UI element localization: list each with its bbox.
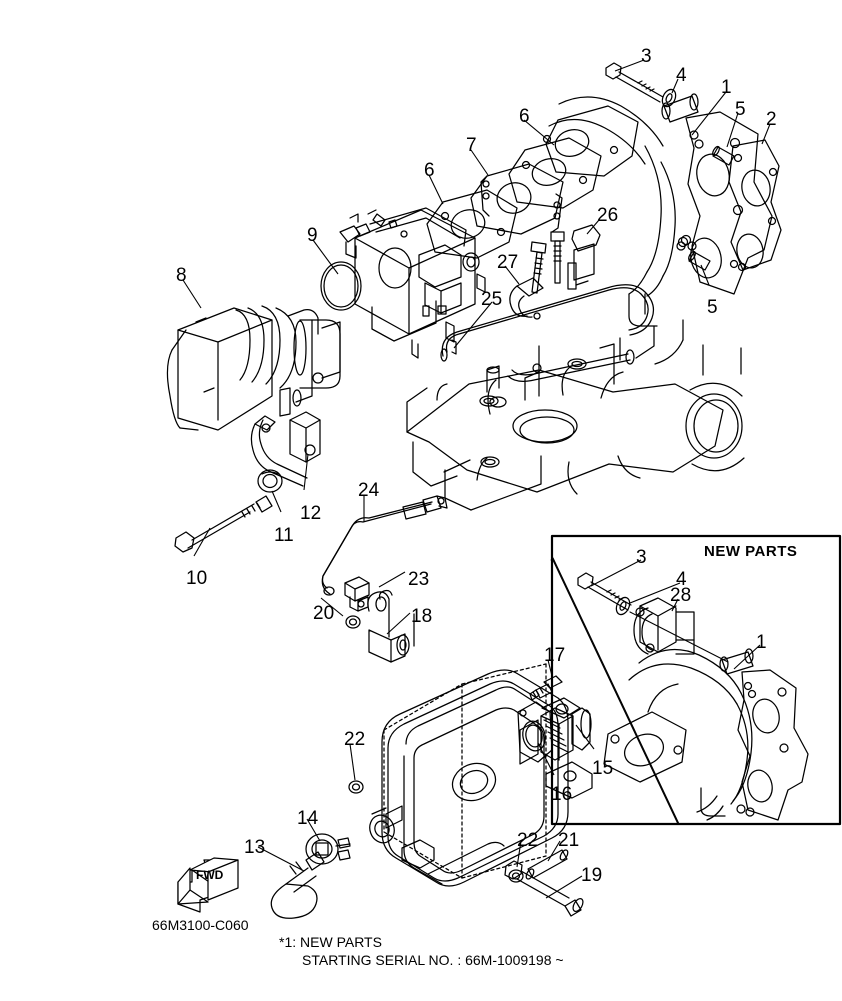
callout-c-9: 9 xyxy=(307,225,318,246)
callout-c-6a: 6 xyxy=(519,106,530,127)
callout-c-4: 4 xyxy=(676,65,687,86)
part-washer-20 xyxy=(345,615,361,629)
callout-c-26: 26 xyxy=(597,205,619,226)
new-parts-title: NEW PARTS xyxy=(704,543,798,560)
fwd-arrow-marker xyxy=(177,857,239,913)
inset-part-bracket-28 xyxy=(633,597,695,655)
inset-part-washer-4 xyxy=(615,596,631,616)
inset-shaft-line xyxy=(629,611,729,663)
part-gasket-2 xyxy=(728,139,782,272)
callout-c-19: 19 xyxy=(581,865,603,886)
part-cover-8 xyxy=(166,305,341,431)
callout-c-17: 17 xyxy=(544,645,566,666)
callout-c-18: 18 xyxy=(411,606,433,627)
part-oring-9 xyxy=(320,261,362,311)
callout-c-3: 3 xyxy=(641,46,652,67)
part-lever-18 xyxy=(367,589,415,663)
callout-c-7: 7 xyxy=(466,135,477,156)
part-dowel-5-bottom xyxy=(688,250,711,271)
part-dowel-5-top xyxy=(712,145,735,166)
callout-c-16: 16 xyxy=(551,784,573,805)
part-washer-22-a xyxy=(348,780,364,794)
part-spacer-7 xyxy=(470,163,564,235)
part-knob-13 xyxy=(270,851,325,919)
new-parts-inset-box xyxy=(550,534,842,826)
callout-c-5t: 5 xyxy=(735,99,746,120)
callout-np-1: 1 xyxy=(756,632,767,653)
fwd-label: FWD xyxy=(196,866,223,884)
part-intake-manifold-1 xyxy=(548,93,773,327)
fwd-text: FWD xyxy=(196,868,224,882)
callout-c-8: 8 xyxy=(176,265,187,286)
inset-part-bolt-3 xyxy=(577,572,632,611)
callout-c-13: 13 xyxy=(244,837,266,858)
callout-c-5b: 5 xyxy=(707,297,718,318)
part-engine-block xyxy=(406,319,745,511)
part-gasket-6-c xyxy=(426,189,518,259)
callout-c-2: 2 xyxy=(766,109,777,130)
part-gasket-6-b xyxy=(508,137,602,209)
part-carburetor xyxy=(339,207,486,359)
part-gasket-16 xyxy=(517,701,553,763)
part-bolt-27-fastener xyxy=(530,241,547,294)
part-washer-22-b xyxy=(508,869,524,883)
callout-c-27: 27 xyxy=(497,252,519,273)
part-pin-21 xyxy=(525,849,569,880)
footnote-serial-number: STARTING SERIAL NO. : 66M-1009198 ~ xyxy=(302,952,564,968)
part-gasket-6-a xyxy=(542,105,639,177)
part-bolt-26-fastener xyxy=(550,231,565,284)
callout-c-12: 12 xyxy=(300,503,322,524)
callout-c-10: 10 xyxy=(186,568,208,589)
part-grommet-11 xyxy=(257,469,283,493)
drawing-number: 66M3100-C060 xyxy=(152,917,249,933)
callout-c-22b: 22 xyxy=(517,830,539,851)
callout-np-28: 28 xyxy=(670,585,692,606)
callout-c-24: 24 xyxy=(358,480,380,501)
part-hose-25 xyxy=(440,284,655,382)
callout-np-4: 4 xyxy=(676,569,687,590)
callout-c-6b: 6 xyxy=(424,160,435,181)
callout-c-25: 25 xyxy=(481,289,503,310)
callout-c-20: 20 xyxy=(313,603,335,624)
callout-c-15: 15 xyxy=(592,758,614,779)
callout-np-3: 3 xyxy=(636,547,647,568)
part-bolt-19 xyxy=(504,860,584,917)
part-joint-23 xyxy=(344,576,370,612)
part-plug-14 xyxy=(305,833,351,865)
inset-part-manifold-1 xyxy=(603,648,809,821)
callout-c-23: 23 xyxy=(408,569,430,590)
part-clamp-26 xyxy=(567,224,601,290)
part-stay-12 xyxy=(250,411,321,487)
footnote-new-parts: *1: NEW PARTS xyxy=(279,934,382,950)
callout-c-22a: 22 xyxy=(344,729,366,750)
callout-c-21: 21 xyxy=(558,830,580,851)
callout-c-14: 14 xyxy=(297,808,319,829)
callout-c-11: 11 xyxy=(274,525,294,546)
part-bolt-3 xyxy=(605,62,664,103)
part-bolt-10 xyxy=(174,495,273,553)
callout-c-1: 1 xyxy=(721,77,732,98)
